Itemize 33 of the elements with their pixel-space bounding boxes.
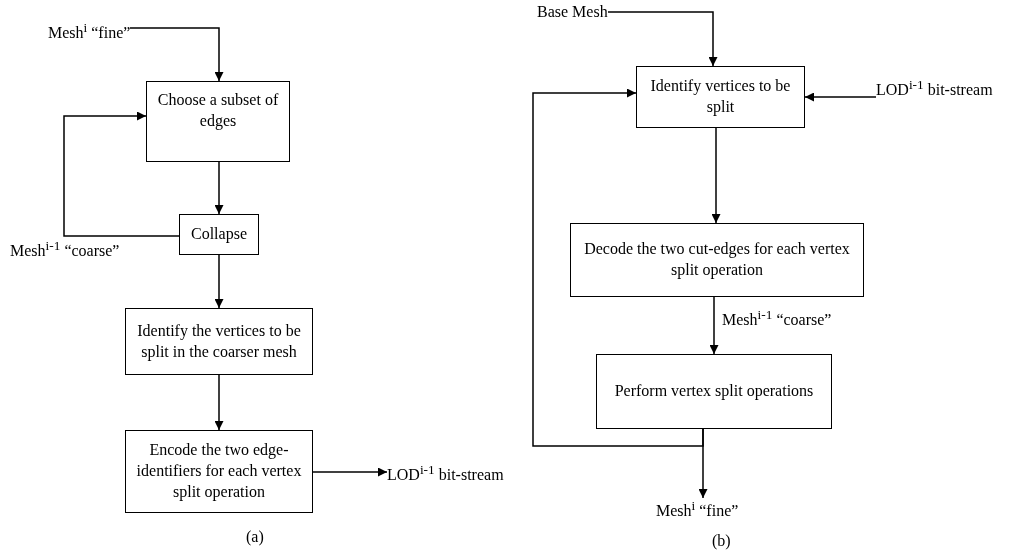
node-text: Perform vertex split operations (614, 381, 814, 402)
flow-text: LOD$^{i-1}$ bit-stream (876, 77, 993, 100)
flow-text: Base Mesh (537, 2, 608, 22)
flow-text: LOD$^{i-1}$ bit-stream (387, 462, 504, 485)
arrow (214, 161, 224, 215)
node-text: Identify vertices to be split (649, 76, 792, 118)
arrow (129, 27, 224, 82)
node-text: Collapse (191, 224, 247, 245)
node-text: Choose a subset of edges (156, 90, 280, 132)
process-box (596, 354, 832, 429)
process-box (570, 223, 864, 297)
node-text: Encode the two edge-identifiers for each vertex split operation (135, 440, 303, 503)
arrow (312, 467, 388, 477)
process-box (125, 430, 313, 513)
arrow (214, 374, 224, 431)
process-box (636, 66, 805, 128)
flow-text: Mesh$^{i}$ “fine” (656, 498, 739, 521)
node-text: Identify the vertices to be split in the coarser mesh (136, 320, 302, 363)
process-box (146, 81, 290, 162)
flow-text: Mesh$^{i}$ “fine” (48, 20, 131, 43)
panel-caption: (a) (246, 528, 264, 546)
arrow (214, 254, 224, 309)
process-box (125, 308, 313, 375)
arrow (532, 88, 704, 447)
arrow (709, 296, 719, 355)
arrow (804, 92, 877, 102)
panel-caption: (b) (712, 532, 731, 550)
arrow (607, 11, 718, 67)
arrow (63, 111, 180, 237)
arrow (698, 428, 708, 499)
process-box (179, 214, 259, 255)
arrow (711, 127, 721, 224)
node-text: Decode the two cut-edges for each vertex split operation (583, 239, 851, 281)
